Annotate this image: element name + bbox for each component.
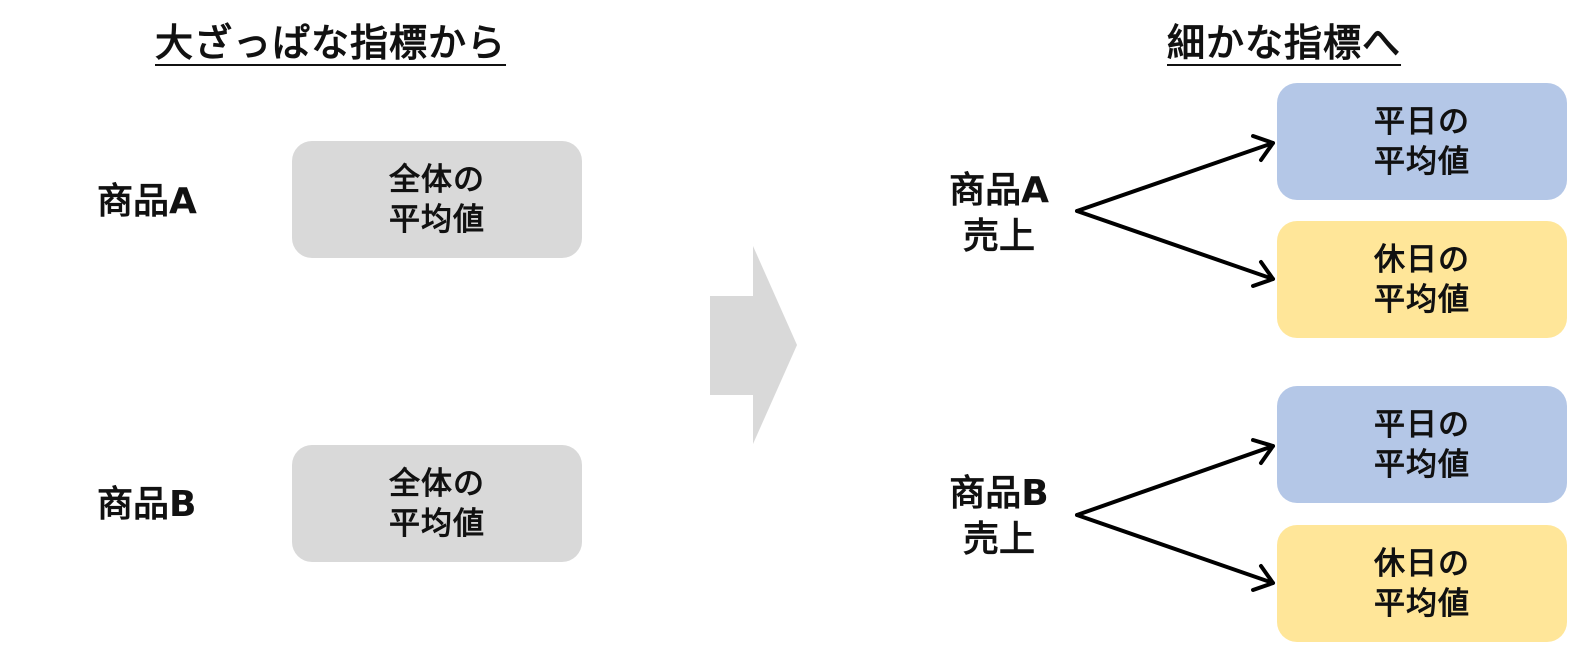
label-line-2: 売上: [962, 519, 1035, 560]
arrow-to-b-weekday: [1075, 444, 1275, 517]
product-b-holiday-average-box: 休日の 平均値: [1277, 525, 1567, 642]
arrowhead-a-holiday-icon: [1251, 260, 1275, 288]
left-product-b-label: 商品B: [97, 484, 197, 525]
arrowhead-a-weekday-icon: [1251, 134, 1275, 162]
box-line-2: 平均値: [1374, 143, 1470, 180]
left-product-a-overall-average-box: 全体の 平均値: [292, 141, 582, 258]
heading-fine-metrics: 細かな指標へ: [1167, 21, 1402, 65]
transition-arrow-icon: [710, 246, 797, 444]
left-product-b-overall-average-box: 全体の 平均値: [292, 445, 582, 562]
label-line-1: 商品B: [949, 473, 1049, 514]
box-line-2: 平均値: [389, 201, 485, 238]
product-a-weekday-average-box: 平日の 平均値: [1277, 83, 1567, 200]
box-line-1: 休日の: [1374, 241, 1470, 278]
label-line-2: 売上: [962, 216, 1035, 257]
box-line-2: 平均値: [1374, 446, 1470, 483]
arrowhead-b-weekday-icon: [1251, 438, 1275, 465]
product-a-holiday-average-box: 休日の 平均値: [1277, 221, 1567, 338]
product-a-branch-arrows: [1075, 134, 1275, 288]
box-line-2: 平均値: [389, 505, 485, 542]
box-line-1: 全体の: [389, 465, 485, 502]
product-b-branch-arrows: [1075, 438, 1275, 592]
arrow-to-b-holiday: [1075, 513, 1275, 585]
box-line-1: 平日の: [1374, 406, 1470, 443]
box-line-1: 休日の: [1374, 545, 1470, 582]
right-product-b-sales-label: 商品B 売上: [944, 471, 1054, 563]
right-product-a-sales-label: 商品A 売上: [944, 168, 1054, 260]
heading-coarse-metrics: 大ざっぱな指標から: [155, 21, 507, 65]
box-line-2: 平均値: [1374, 585, 1470, 622]
arrow-to-a-weekday: [1075, 141, 1275, 213]
product-b-weekday-average-box: 平日の 平均値: [1277, 386, 1567, 503]
label-line-1: 商品A: [949, 170, 1049, 211]
box-line-1: 平日の: [1374, 103, 1470, 140]
arrow-to-a-holiday: [1075, 209, 1275, 281]
box-line-1: 全体の: [389, 161, 485, 198]
left-product-a-label: 商品A: [97, 181, 197, 222]
arrowhead-b-holiday-icon: [1251, 564, 1275, 592]
box-line-2: 平均値: [1374, 281, 1470, 318]
